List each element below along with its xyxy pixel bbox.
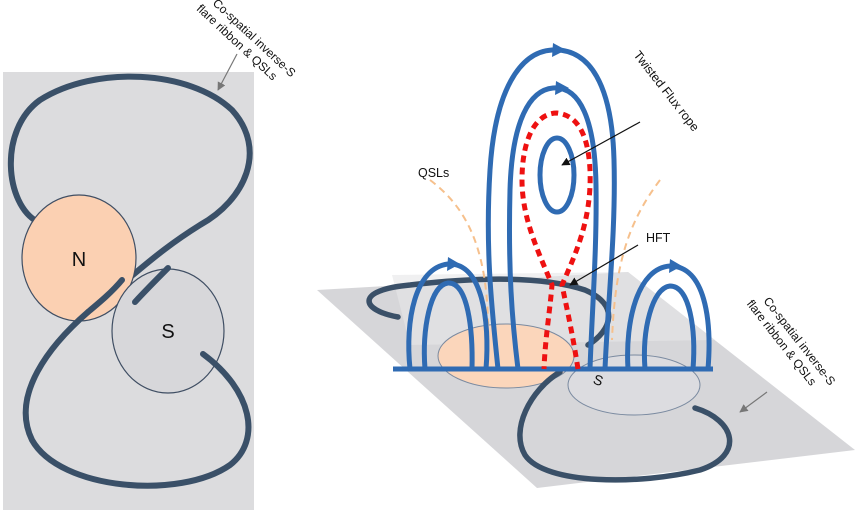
left-loop-inner (421, 280, 475, 370)
left-ribbon-inner-north (85, 277, 125, 315)
right-loop-inner (642, 283, 697, 370)
left-ribbon-inner-south (132, 265, 171, 305)
left-ribbon-lower (22, 309, 252, 489)
right-loop-arrowhead (669, 259, 682, 273)
left-ribbon-upper (7, 73, 253, 285)
south-pole-label: S (161, 321, 174, 343)
north-pole-label: N (72, 249, 86, 271)
left-loop-arrowhead (447, 257, 460, 271)
qsl-label: QSLs (418, 166, 449, 180)
left-panel: N S Co-spatial inverse-S flare ribbon & … (3, 0, 299, 510)
middle-loop-arrowhead (555, 81, 569, 95)
qsl-right-curve (611, 179, 661, 341)
middle-flux-loop (506, 85, 599, 370)
outer-loop-arrowhead (552, 43, 566, 57)
right-panel: S Twisted Flux rope QSLs (317, 43, 855, 488)
outer-flux-loop (485, 47, 617, 370)
flux-rope-core (537, 135, 577, 215)
flux-rope-label: Twisted Flux rope (631, 48, 702, 134)
hft-dotted-curve (519, 110, 593, 370)
right-ribbon-pointer (739, 391, 768, 413)
qsl-left-curve (429, 179, 490, 346)
left-ribbon-pointer (217, 53, 238, 91)
hft-label: HFT (646, 231, 671, 245)
right-ribbon-lower (517, 369, 733, 483)
hft-pointer (569, 244, 639, 286)
flux-rope-pointer (561, 121, 641, 166)
